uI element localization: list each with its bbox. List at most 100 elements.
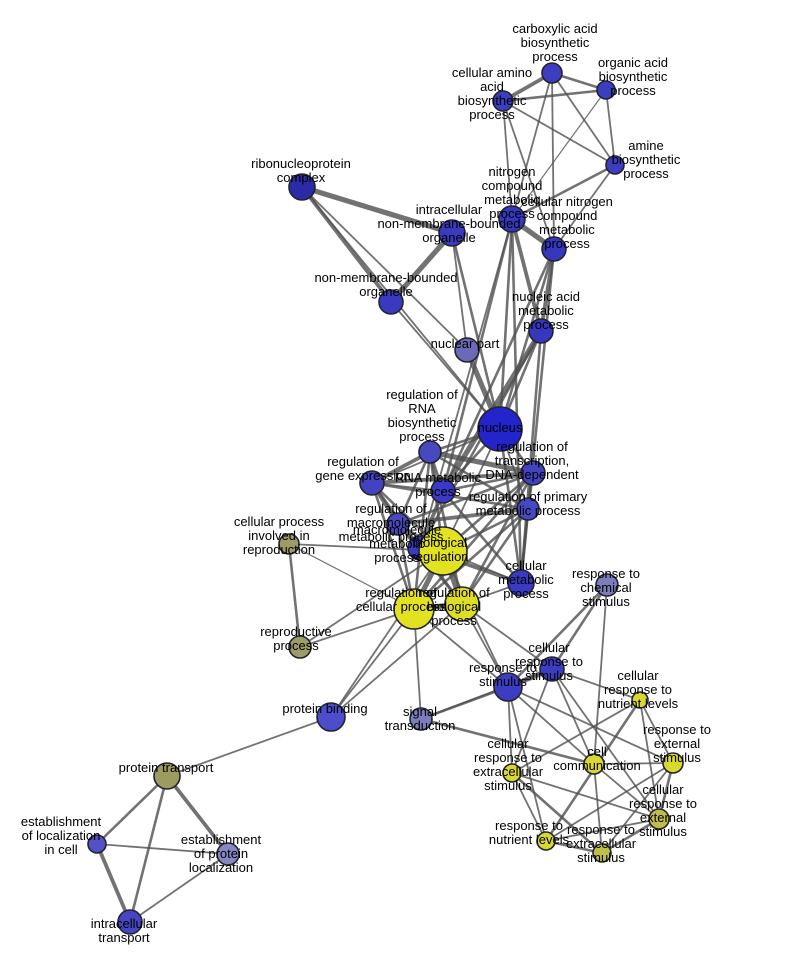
node-circle-regprimary[interactable] <box>516 497 540 521</box>
node-circle-regbio[interactable] <box>444 586 480 622</box>
node-nucleus[interactable] <box>477 406 523 452</box>
node-amine[interactable] <box>605 155 625 175</box>
node-circle-regcell[interactable] <box>393 588 435 630</box>
edge-cellrespstim--cellrespextracell <box>511 668 553 774</box>
node-respnutrient[interactable] <box>536 831 556 851</box>
node-rnametab[interactable] <box>430 478 456 504</box>
node-circle-intracelltransport[interactable] <box>117 909 143 935</box>
node-circle-cellrespstim[interactable] <box>539 656 565 682</box>
node-circle-carboxylic[interactable] <box>541 62 563 84</box>
node-circle-cellprocrepro[interactable] <box>278 533 300 555</box>
node-circle-amine[interactable] <box>605 155 625 175</box>
node-intraorg[interactable] <box>438 219 466 247</box>
node-circle-nuclearpart[interactable] <box>454 337 480 363</box>
node-circle-respchem[interactable] <box>595 573 619 597</box>
node-regprimary[interactable] <box>516 497 540 521</box>
edge-respstim--respexternal <box>507 686 674 764</box>
node-respstim[interactable] <box>493 672 523 702</box>
edge-organic--nitrogen <box>511 89 607 220</box>
node-circle-reggene[interactable] <box>359 470 385 496</box>
node-circle-cellrespnutrient[interactable] <box>631 691 649 709</box>
node-cellcomm[interactable] <box>583 753 605 775</box>
node-proteinbinding[interactable] <box>316 702 346 732</box>
node-circle-cellmetab[interactable] <box>507 569 535 597</box>
edge-cellnitrogen--rnametab <box>441 247 556 493</box>
node-circle-signaltrans[interactable] <box>409 707 433 731</box>
node-repro[interactable] <box>288 635 312 659</box>
node-respextracell[interactable] <box>592 843 612 863</box>
node-circle-repro[interactable] <box>288 635 312 659</box>
node-prottransport[interactable] <box>153 762 181 790</box>
node-nuclearpart[interactable] <box>454 337 480 363</box>
node-organic[interactable] <box>596 80 616 100</box>
node-circle-respstim[interactable] <box>493 672 523 702</box>
node-bioreg[interactable] <box>418 526 468 576</box>
node-regcell[interactable] <box>393 588 435 630</box>
node-circle-cellrespexternal[interactable] <box>648 808 670 830</box>
node-circle-regmacro[interactable] <box>386 512 410 536</box>
edge-carboxylic--amine <box>551 72 616 166</box>
node-intracelltransport[interactable] <box>117 909 143 935</box>
node-circle-nmborg[interactable] <box>378 289 404 315</box>
node-respchem[interactable] <box>595 573 619 597</box>
edge-regprimary--regcell <box>412 507 530 611</box>
node-circle-regrna[interactable] <box>418 440 442 464</box>
node-circle-nitrogen[interactable] <box>498 205 526 233</box>
node-circle-regtrans[interactable] <box>520 460 546 486</box>
node-circle-rnp[interactable] <box>288 173 316 201</box>
node-nucleicacid[interactable] <box>528 318 554 344</box>
edge-proteinbinding--regbio <box>330 603 463 718</box>
node-carboxylic[interactable] <box>541 62 563 84</box>
node-cellrespstim[interactable] <box>539 656 565 682</box>
node-reggene[interactable] <box>359 470 385 496</box>
node-circle-organic[interactable] <box>596 80 616 100</box>
node-respexternal[interactable] <box>662 752 684 774</box>
node-cellrespnutrient[interactable] <box>631 691 649 709</box>
node-circle-intraorg[interactable] <box>438 219 466 247</box>
node-circle-respnutrient[interactable] <box>536 831 556 851</box>
edge-intraorg--nmborg <box>388 230 455 305</box>
node-nitrogen[interactable] <box>498 205 526 233</box>
node-cellrespextracell[interactable] <box>502 763 522 783</box>
node-circle-estprotloc[interactable] <box>216 842 240 866</box>
node-aminoacid[interactable] <box>492 90 514 112</box>
node-circle-prottransport[interactable] <box>153 762 181 790</box>
node-circle-estloccell[interactable] <box>87 834 107 854</box>
edge-regprimary--regmacro <box>396 507 530 526</box>
node-circle-nucleicacid[interactable] <box>528 318 554 344</box>
node-nmborg[interactable] <box>378 289 404 315</box>
edge-regrna--regprimary <box>428 450 530 511</box>
node-circle-cellnitrogen[interactable] <box>541 236 567 262</box>
node-rnp[interactable] <box>288 173 316 201</box>
node-regmacro[interactable] <box>386 512 410 536</box>
node-circle-rnametab[interactable] <box>430 478 456 504</box>
node-circle-proteinbinding[interactable] <box>316 702 346 732</box>
node-regtrans[interactable] <box>520 460 546 486</box>
node-circle-respextracell[interactable] <box>592 843 612 863</box>
edge-estprotloc--intracelltransport <box>129 853 229 923</box>
edge-respexternal--respnutrient <box>545 762 674 842</box>
node-estloccell[interactable] <box>87 834 107 854</box>
node-circle-aminoacid[interactable] <box>492 90 514 112</box>
node-cellmetab[interactable] <box>507 569 535 597</box>
node-signaltrans[interactable] <box>409 707 433 731</box>
node-circle-bioreg[interactable] <box>418 526 468 576</box>
node-cellnitrogen[interactable] <box>541 236 567 262</box>
node-circle-nucleus[interactable] <box>477 406 523 452</box>
node-regrna[interactable] <box>418 440 442 464</box>
node-cellprocrepro[interactable] <box>278 533 300 555</box>
node-estprotloc[interactable] <box>216 842 240 866</box>
node-circle-respexternal[interactable] <box>662 752 684 774</box>
node-cellrespexternal[interactable] <box>648 808 670 830</box>
node-circle-cellcomm[interactable] <box>583 753 605 775</box>
node-circle-cellrespextracell[interactable] <box>502 763 522 783</box>
node-regbio[interactable] <box>444 586 480 622</box>
